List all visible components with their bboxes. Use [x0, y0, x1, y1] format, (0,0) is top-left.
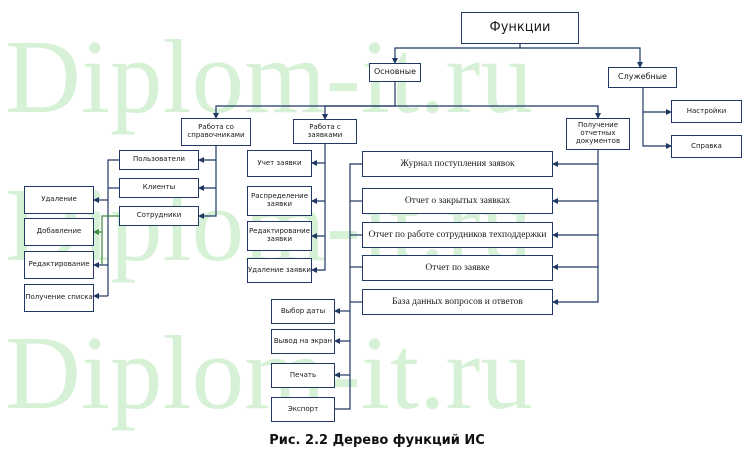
edge-main-reports — [395, 105, 601, 119]
node-print: Печать — [271, 363, 335, 388]
edge-employees-actions — [101, 215, 119, 232]
node-help: Справка — [671, 135, 742, 158]
node-edit: Редактирование — [24, 251, 94, 279]
edge-main-directories — [213, 82, 396, 119]
node-request-report: Отчет по заявке — [362, 255, 553, 281]
edge-req-account — [311, 144, 326, 166]
edge-rep-qa — [552, 267, 599, 305]
edge-main-requests — [322, 105, 395, 120]
edge-dir-users — [198, 146, 217, 163]
node-staff-report: Отчет по работе сотрудников техподдержки — [362, 222, 553, 248]
edge-users-actions — [107, 159, 119, 296]
edge-rep-staff — [552, 201, 599, 238]
edge-rep-journal — [552, 150, 599, 167]
node-screen-output: Вывод на экран — [271, 329, 335, 354]
node-requests: Работа с заявками — [293, 119, 357, 144]
edge-req-edit — [311, 201, 326, 239]
node-req-edit: Редактирование заявки — [247, 221, 312, 251]
node-date-select: Выбор даты — [271, 299, 335, 324]
node-service: Служебные — [608, 67, 677, 88]
node-journal: Журнал поступления заявок — [362, 151, 553, 177]
node-functions-root: Функции — [461, 12, 579, 44]
edge-rep-closed — [552, 164, 599, 204]
node-clients: Клиенты — [119, 178, 199, 198]
edge-req-distribute — [311, 163, 326, 204]
node-req-account: Учет заявки — [247, 150, 312, 177]
node-reports: Получение отчетных документов — [566, 118, 630, 150]
node-settings: Настройки — [671, 100, 742, 123]
node-export: Экспорт — [271, 397, 335, 422]
edge-rep-request — [552, 235, 599, 270]
node-employees: Сотрудники — [119, 206, 199, 226]
node-delete: Удаление — [24, 186, 94, 214]
node-get-list: Получение списка — [24, 284, 94, 312]
edge-req-delete — [311, 236, 326, 273]
node-qa-db: База данных вопросов и ответов — [362, 289, 553, 315]
node-users: Пользователи — [119, 150, 199, 170]
edge-root-service — [520, 47, 643, 68]
edge-root-main — [392, 44, 521, 64]
edge-service-settings — [642, 88, 672, 115]
node-add: Добавление — [24, 218, 94, 246]
edge-reports-outputs — [335, 163, 362, 410]
node-closed-report: Отчет о закрытых заявках — [362, 188, 553, 214]
node-directories: Работа со справочниками — [181, 118, 251, 146]
figure-caption: Рис. 2.2 Дерево функций ИС — [269, 433, 485, 448]
edge-service-help — [642, 112, 672, 149]
node-main: Основные — [369, 63, 421, 82]
edge-dir-employees — [198, 188, 217, 219]
node-req-distribute: Распределение заявки — [247, 186, 312, 216]
node-req-delete: Удаление заявки — [247, 258, 312, 283]
edge-dir-clients — [198, 160, 217, 191]
